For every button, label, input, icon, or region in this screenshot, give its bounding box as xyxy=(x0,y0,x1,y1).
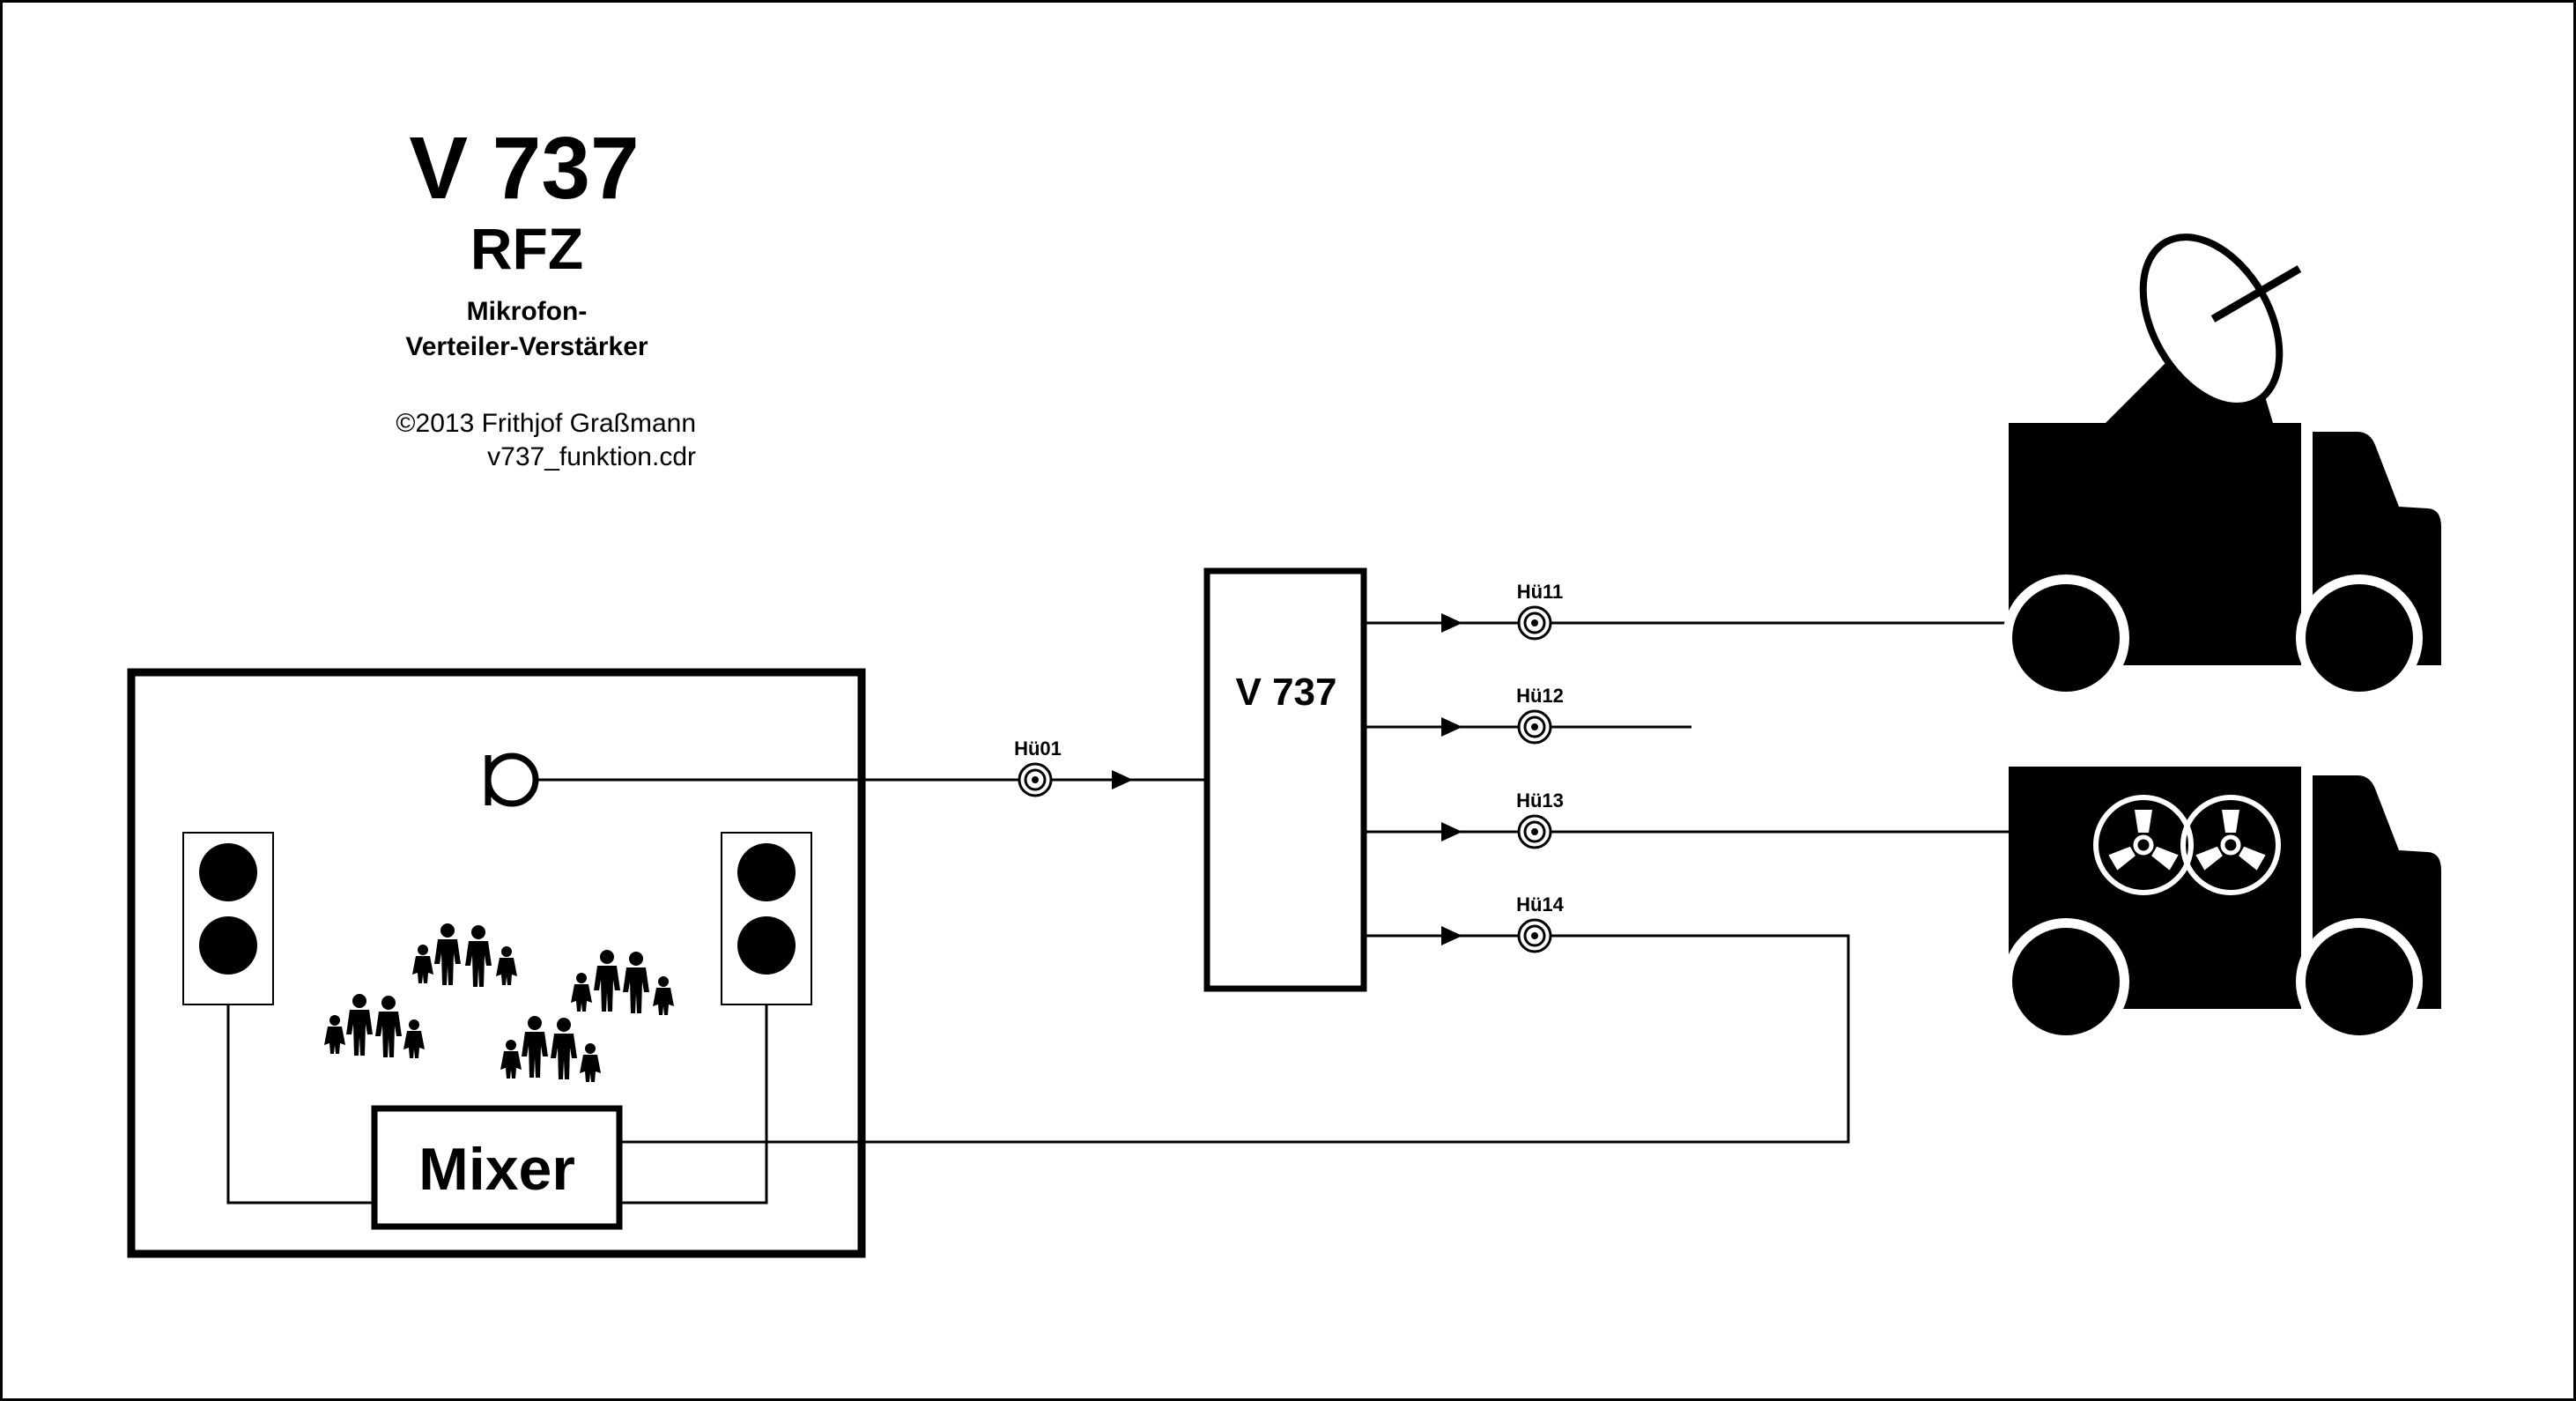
amplifier-label: V 737 xyxy=(1236,671,1337,714)
speaker-left-icon xyxy=(182,832,274,1005)
microphone-icon xyxy=(485,752,539,807)
title-block: V 737 RFZ Mikrofon- Verteiler-Verstärker… xyxy=(396,119,696,471)
connector-hu11-label: Hü11 xyxy=(1517,581,1564,603)
speaker-right-icon xyxy=(721,832,812,1005)
mixer-label: Mixer xyxy=(418,1136,575,1203)
satellite-truck-icon xyxy=(2002,234,2441,701)
connector-hu14-label: Hü14 xyxy=(1516,893,1565,915)
connector-hu13: Hü13 xyxy=(1516,789,1564,849)
recording-truck-icon xyxy=(2002,767,2441,1045)
connector-hu01-label: Hü01 xyxy=(1014,738,1062,760)
connector-hu12: Hü12 xyxy=(1516,685,1564,745)
amplifier-box: V 737 xyxy=(1203,567,1367,992)
connector-hu01: Hü01 xyxy=(1014,738,1062,797)
title-desc-line2: Verteiler-Verstärker xyxy=(405,332,648,361)
mixer-box: Mixer xyxy=(371,1105,623,1230)
title-sub: RFZ xyxy=(470,216,583,281)
wiring xyxy=(226,621,2012,1205)
filename-text: v737_funktion.cdr xyxy=(487,442,696,471)
title-main: V 737 xyxy=(409,119,639,218)
connector-hu13-label: Hü13 xyxy=(1516,789,1564,812)
connector-hu14: Hü14 xyxy=(1516,893,1565,953)
copyright-text: ©2013 Frithjof Graßmann xyxy=(396,409,696,438)
connector-hu12-label: Hü12 xyxy=(1516,685,1564,707)
title-desc-line1: Mikrofon- xyxy=(467,297,588,326)
connector-hu11: Hü11 xyxy=(1517,581,1564,641)
signal-arrows xyxy=(1112,613,1462,945)
